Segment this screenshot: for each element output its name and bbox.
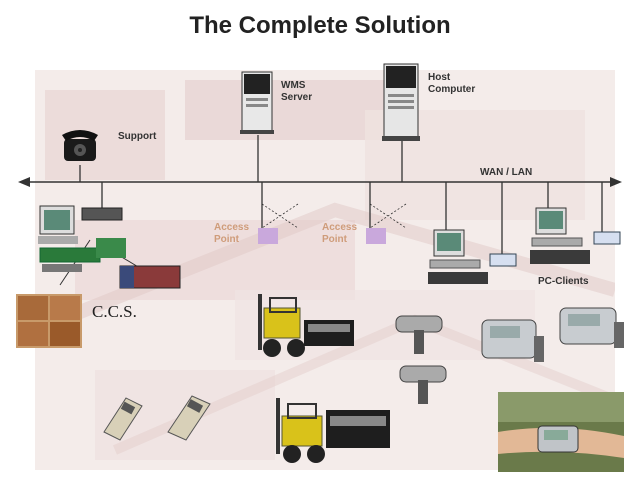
telephone-icon xyxy=(62,130,98,161)
access-point-2-label: Access Point xyxy=(322,222,358,245)
host-computer-icon xyxy=(382,63,420,141)
workstation-cluster-icon xyxy=(38,205,126,272)
host-computer-label: Host Computer xyxy=(428,72,476,95)
wrist-terminal-photo xyxy=(498,392,624,472)
ccs-label: C.C.S. xyxy=(92,302,137,321)
rf-terminal-2-icon xyxy=(559,307,624,348)
terminal-device-2-icon xyxy=(593,231,621,245)
pc-client-1-icon xyxy=(428,229,488,284)
wms-server-icon xyxy=(240,71,274,134)
handheld-terminal-2-icon xyxy=(167,395,211,441)
pistol-scanner-1-icon xyxy=(395,315,443,354)
shipping-container-icon xyxy=(119,265,181,289)
rf-terminal-1-icon xyxy=(481,319,544,362)
wms-server-label: WMS Server xyxy=(281,80,313,103)
forklift-2-icon xyxy=(276,398,390,463)
wan-lan-label: WAN / LAN xyxy=(480,167,533,178)
pc-clients-label: PC-Clients xyxy=(538,276,589,287)
pallet-boxes-icon xyxy=(16,294,82,348)
access-point-2-icon xyxy=(366,203,407,244)
access-point-1-label: Access Point xyxy=(214,222,250,245)
pistol-scanner-2-icon xyxy=(399,365,447,404)
diagram-title: The Complete Solution xyxy=(189,12,451,39)
handheld-terminal-1-icon xyxy=(103,397,143,441)
warehouse-background-photo xyxy=(35,70,615,470)
terminal-device-1-icon xyxy=(489,253,517,267)
right-arrow-head xyxy=(610,177,622,187)
support-label: Support xyxy=(118,131,157,142)
left-arrow-head xyxy=(18,177,30,187)
access-point-1-icon xyxy=(258,203,299,244)
pc-client-2-icon xyxy=(530,207,590,264)
forklift-1-icon xyxy=(258,294,354,357)
